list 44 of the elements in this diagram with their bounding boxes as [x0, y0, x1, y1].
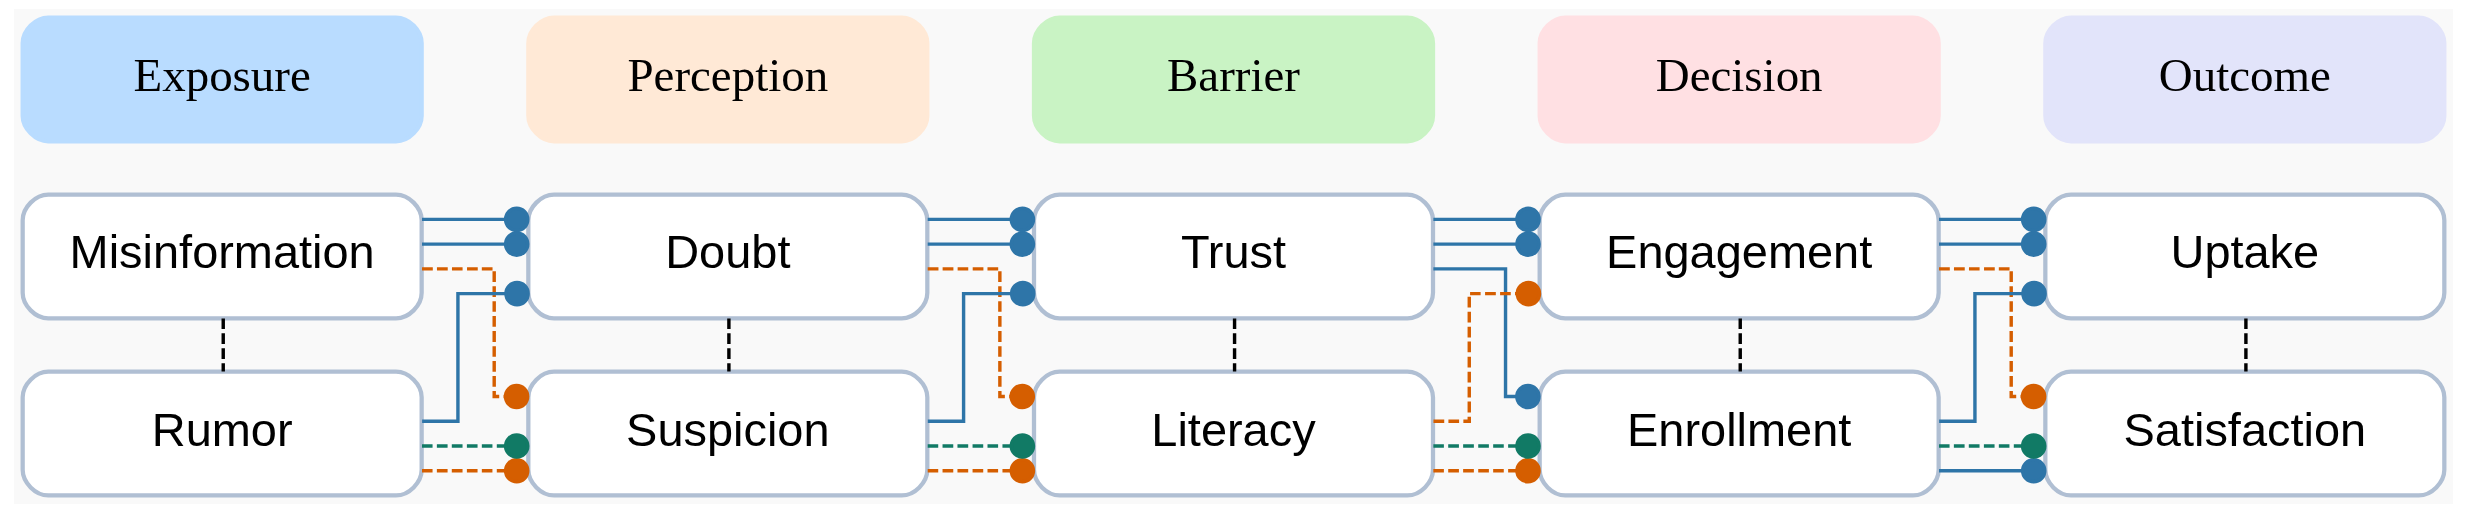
connector [1433, 432, 1541, 459]
node-box: Doubt [526, 192, 930, 320]
node-box: Suspicion [526, 369, 930, 498]
connector [927, 206, 1036, 232]
connector [422, 432, 530, 459]
node-box: Rumor [20, 369, 424, 498]
node-box: Barrier [1031, 14, 1436, 143]
connector [927, 230, 1036, 257]
connector [1232, 317, 1237, 371]
node-box: Misinformation [20, 192, 424, 320]
node-box: Outcome [2043, 14, 2447, 143]
connector [927, 432, 1036, 459]
connector [1939, 280, 2047, 423]
connector [2244, 317, 2248, 371]
node-box: Decision [1537, 14, 1941, 143]
node-box: Perception [526, 14, 930, 143]
node-box: Satisfaction [2043, 369, 2447, 498]
connector [927, 280, 1036, 423]
node-box: Engagement [1537, 192, 1941, 320]
connector [422, 280, 530, 423]
node-box: Trust [1031, 192, 1436, 320]
connector [727, 317, 731, 371]
connector [1738, 317, 1742, 371]
connector [1433, 266, 1541, 409]
connector [422, 266, 530, 409]
connector [1433, 206, 1541, 232]
node-box: Enrollment [1537, 369, 1941, 498]
node-box: Uptake [2043, 192, 2447, 320]
connector [1939, 230, 2047, 257]
connector [422, 206, 530, 232]
connector [1939, 206, 2047, 232]
connector [1433, 230, 1541, 257]
connector [927, 457, 1036, 483]
connector [1433, 457, 1541, 483]
node-box: Exposure [20, 14, 424, 143]
connector [1433, 280, 1542, 423]
connector [1939, 457, 2047, 483]
connector [1939, 266, 2047, 409]
connector [1939, 432, 2047, 459]
connector [422, 230, 530, 257]
node-box: Literacy [1031, 369, 1436, 498]
connector [422, 457, 530, 483]
connector [927, 266, 1036, 409]
connector [221, 317, 225, 371]
